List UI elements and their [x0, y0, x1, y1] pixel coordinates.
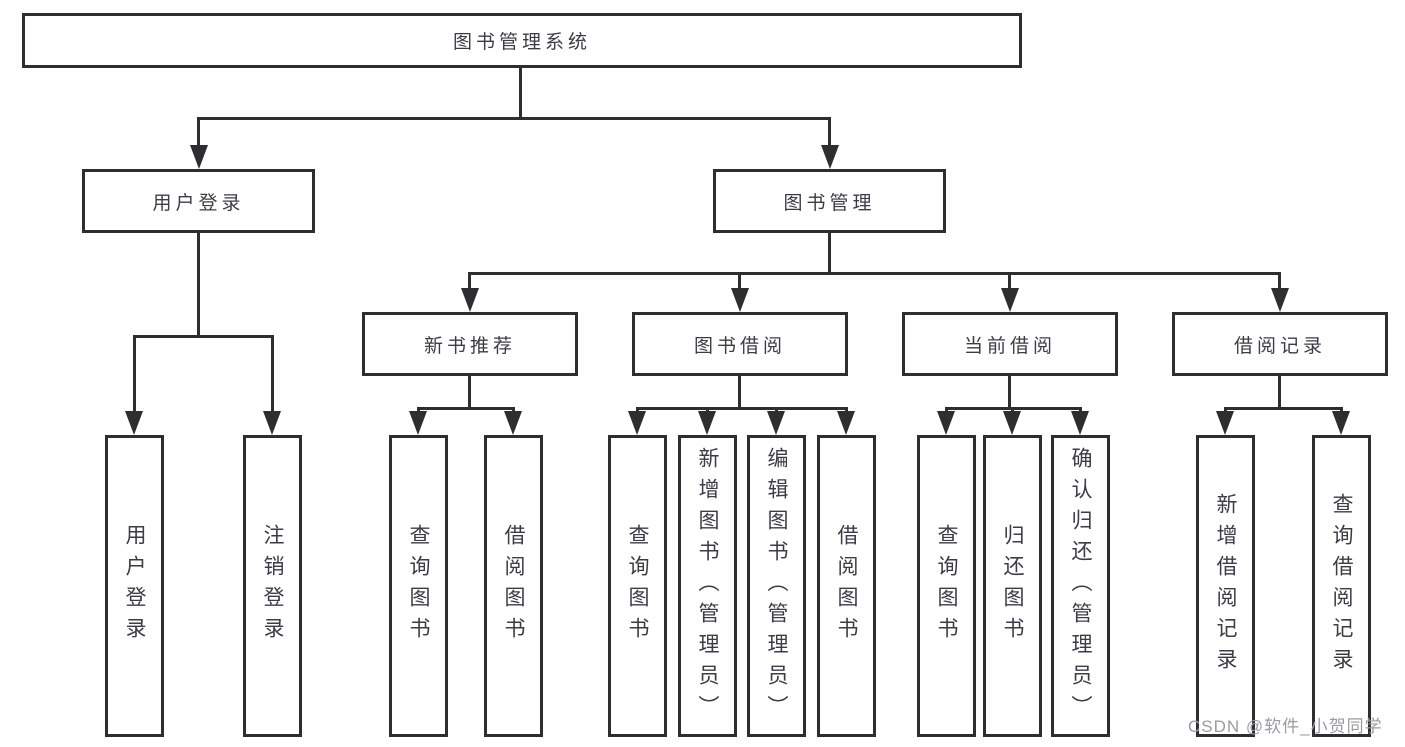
arrowhead-icon — [937, 411, 955, 435]
node-label: 归还图书 — [1001, 524, 1024, 648]
connector-root-bar — [197, 117, 831, 120]
node-label: 图书管理 — [783, 192, 876, 214]
connector-borrowrecords-bar — [1224, 407, 1342, 410]
leaf-query-borrow-record: 查询借阅记录 — [1312, 435, 1371, 737]
leaf-logout-login: 注销登录 — [243, 435, 302, 737]
arrowhead-icon — [821, 145, 839, 169]
arrowhead-icon — [1003, 411, 1021, 435]
connector-drop — [133, 335, 136, 414]
node-label: 用户登录 — [152, 192, 245, 214]
node-label: 编辑图书（管理员） — [765, 446, 788, 726]
leaf-add-books-admin: 新增图书（管理员） — [678, 435, 737, 737]
node-label: 图书管理系统 — [452, 32, 591, 53]
connector-newbook-bar — [417, 407, 515, 410]
arrowhead-icon — [1216, 411, 1234, 435]
connector-bookmgmt-stem — [828, 233, 831, 274]
leaf-query-books-current: 查询图书 — [917, 435, 976, 737]
node-label: 查询借阅记录 — [1330, 493, 1353, 679]
arrowhead-icon — [409, 411, 427, 435]
arrowhead-icon — [731, 288, 749, 312]
leaf-borrow-books: 借阅图书 — [817, 435, 876, 737]
arrowhead-icon — [837, 411, 855, 435]
node-library-management-system: 图书管理系统 — [22, 13, 1022, 68]
connector-drop — [738, 272, 741, 292]
leaf-borrow-books-recommend: 借阅图书 — [484, 435, 543, 737]
leaf-return-books: 归还图书 — [983, 435, 1042, 737]
node-label: 查询图书 — [407, 524, 430, 648]
leaf-query-books-recommend: 查询图书 — [389, 435, 448, 737]
leaf-edit-books-admin: 编辑图书（管理员） — [747, 435, 806, 737]
arrowhead-icon — [461, 288, 479, 312]
node-label: 用户登录 — [123, 524, 146, 648]
node-label: 借阅图书 — [502, 524, 525, 648]
connector-root-stem — [519, 68, 522, 118]
node-label: 新书推荐 — [423, 335, 516, 357]
connector-userlogin-stem — [197, 233, 200, 337]
arrowhead-icon — [504, 411, 522, 435]
leaf-user-login: 用户登录 — [105, 435, 164, 737]
connector-bookborrow-bar — [636, 407, 847, 410]
arrowhead-icon — [1001, 288, 1019, 312]
arrowhead-icon — [125, 411, 143, 435]
node-book-borrow: 图书借阅 — [632, 312, 848, 376]
csdn-watermark: CSDN @软件_小贺同学 — [1188, 717, 1383, 736]
arrowhead-icon — [190, 145, 208, 169]
arrowhead-icon — [263, 411, 281, 435]
connector-drop — [197, 117, 200, 148]
node-book-management: 图书管理 — [713, 169, 946, 233]
node-label: 借阅记录 — [1233, 335, 1326, 357]
arrowhead-icon — [698, 411, 716, 435]
leaf-add-borrow-record: 新增借阅记录 — [1196, 435, 1255, 737]
connector-userlogin-bar — [133, 335, 274, 338]
arrowhead-icon — [1332, 411, 1350, 435]
connector-currentborrow-stem — [1008, 376, 1011, 409]
arrowhead-icon — [1071, 411, 1089, 435]
leaf-confirm-return-admin: 确认归还（管理员） — [1051, 435, 1110, 737]
leaf-query-books-borrow: 查询图书 — [608, 435, 667, 737]
connector-drop — [468, 272, 471, 292]
connector-bookmgmt-bar — [469, 272, 1281, 275]
node-label: 确认归还（管理员） — [1069, 446, 1092, 726]
node-label: 查询图书 — [935, 524, 958, 648]
arrowhead-icon — [1271, 288, 1289, 312]
connector-drop — [1278, 272, 1281, 292]
connector-bookborrow-stem — [738, 376, 741, 409]
connector-newbook-stem — [468, 376, 471, 409]
node-new-book-recommend: 新书推荐 — [362, 312, 578, 376]
node-current-borrow: 当前借阅 — [902, 312, 1118, 376]
node-borrow-records: 借阅记录 — [1172, 312, 1388, 376]
node-label: 借阅图书 — [835, 524, 858, 648]
node-label: 注销登录 — [261, 524, 284, 648]
node-label: 当前借阅 — [963, 335, 1056, 357]
node-label: 图书借阅 — [693, 335, 786, 357]
connector-drop — [271, 335, 274, 414]
node-label: 新增图书（管理员） — [696, 446, 719, 726]
arrowhead-icon — [628, 411, 646, 435]
connector-borrowrecords-stem — [1278, 376, 1281, 409]
connector-drop — [828, 117, 831, 148]
node-user-login: 用户登录 — [82, 169, 315, 233]
node-label: 新增借阅记录 — [1214, 493, 1237, 679]
node-label: 查询图书 — [626, 524, 649, 648]
arrowhead-icon — [767, 411, 785, 435]
connector-drop — [1008, 272, 1011, 292]
